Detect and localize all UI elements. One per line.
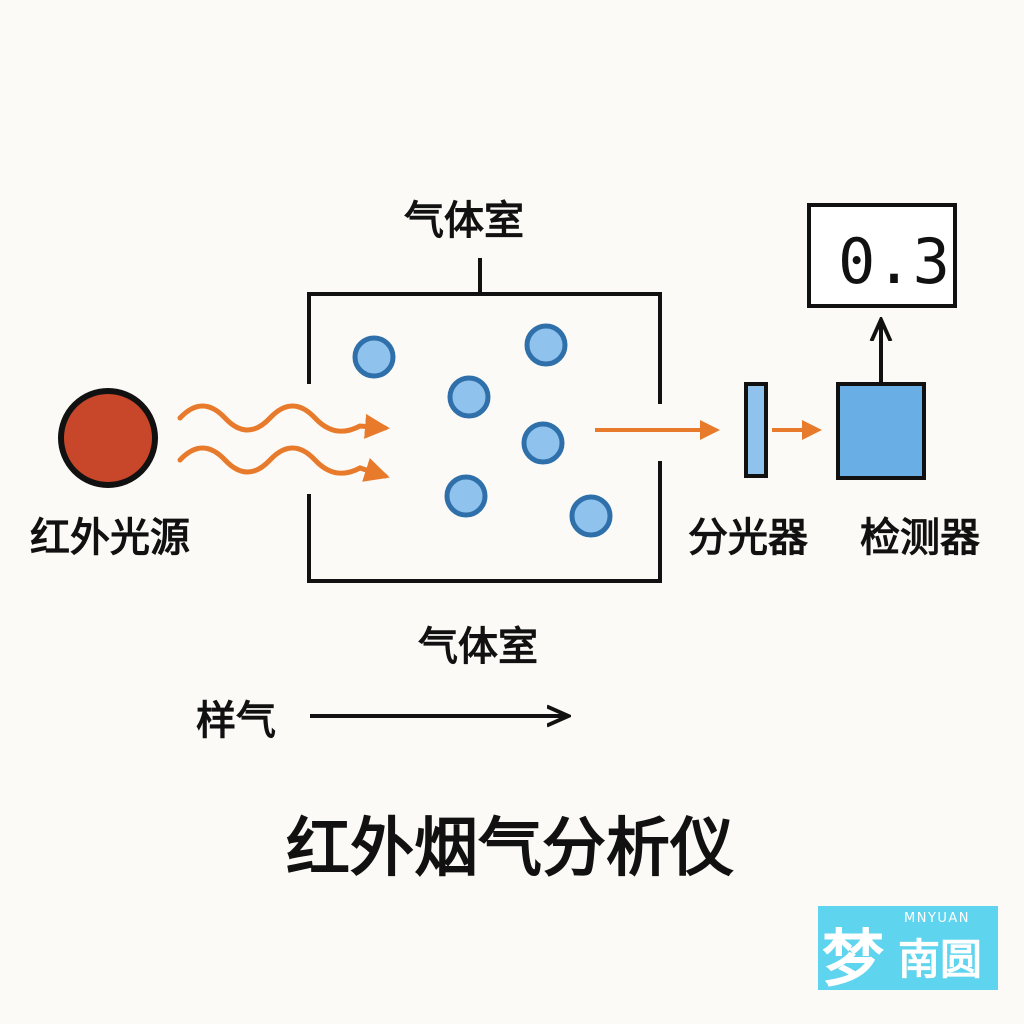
infrared-source-icon <box>58 388 158 488</box>
watermark-glyph-big: 梦 <box>822 922 884 995</box>
infrared-ray-upper <box>177 403 390 439</box>
gas-molecule <box>352 335 396 379</box>
chamber-label-top: 气体室 <box>404 198 524 244</box>
splitter-label: 分光器 <box>688 515 809 561</box>
diagram-title: 红外烟气分析仪 <box>286 812 734 886</box>
infrared-ray-lower <box>177 445 390 482</box>
chamber-label-bottom: 气体室 <box>418 624 538 670</box>
gas-molecule <box>521 421 565 465</box>
readout-value: 0.3 <box>838 225 950 298</box>
watermark-logo: MNYUAN 梦 南圆 <box>818 906 998 995</box>
detector-label: 检测器 <box>860 515 981 561</box>
gas-molecules <box>352 323 613 538</box>
gas-molecule <box>447 375 491 419</box>
gas-molecule <box>524 323 568 367</box>
readout-display <box>807 203 957 308</box>
source-label: 红外光源 <box>30 515 190 561</box>
watermark-latin: MNYUAN <box>904 911 970 926</box>
sample-gas-label: 样气 <box>196 698 276 744</box>
gas-molecule <box>569 494 613 538</box>
gas-molecule <box>444 474 488 518</box>
gas-chamber <box>307 258 662 583</box>
detector-icon <box>836 382 926 480</box>
beam-splitter-icon <box>744 382 768 478</box>
watermark-glyph-small: 南圆 <box>898 935 982 984</box>
